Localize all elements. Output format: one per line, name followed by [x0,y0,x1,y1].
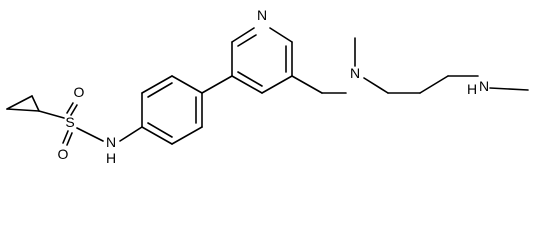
bond [147,82,173,98]
atom-label-sulfonamide-h: H [106,150,116,166]
amine-side-chain [291,37,529,94]
chemical-structure-diagram: S O O N H N N N H [6,7,529,166]
bond [6,108,40,112]
benzene-ring [141,75,203,145]
bond [269,27,293,43]
atom-label-secondary-amine-n: N [479,78,489,94]
sulfonyl-oxo-bonds [62,102,78,146]
bond [76,127,104,142]
bond [66,102,74,114]
bond [31,95,40,112]
bond [231,75,263,94]
bond [171,75,203,94]
atom-label-secondary-amine-h: H [467,81,477,97]
bond [363,77,389,94]
atom-label-pyridine-n: N [257,7,267,23]
bond [141,126,173,145]
bond [171,126,203,145]
bond [489,87,529,91]
atom-label-sulfonamide-n: N [106,134,116,150]
bond [261,75,293,94]
bond [141,75,173,94]
bond [201,75,233,94]
bond [419,75,449,94]
bond [237,71,263,87]
bond [291,75,323,94]
atom-label-oxygen: O [74,84,85,100]
bond [119,126,143,142]
bond [147,122,173,138]
atom-label-sulfur: S [65,114,74,130]
pyridine-ring [231,27,293,94]
atom-label-tertiary-amine-n: N [350,65,360,81]
bond [66,132,73,146]
bond [62,130,69,144]
cyclopropyl-ring [6,95,40,112]
atom-label-oxygen: O [58,146,69,162]
bond [6,95,33,110]
bond [231,27,255,43]
bond [70,104,78,116]
bond [38,110,65,119]
bond [237,34,257,47]
